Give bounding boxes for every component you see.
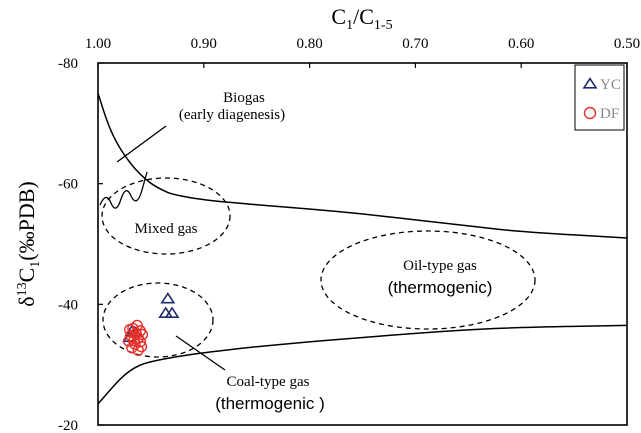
legend-marker-circle-icon <box>583 106 597 120</box>
y-tick-label: -20 <box>58 418 78 433</box>
legend-entries: YC DF <box>582 77 621 122</box>
x-axis-title-sub2: 1-5 <box>374 18 393 33</box>
oil-type-gas-label: Oil-type gas <box>403 258 477 274</box>
annotation-lines <box>99 125 226 371</box>
y-axis-title-unit: (‰PDB) <box>14 181 39 260</box>
y-tick-label: -60 <box>58 177 78 193</box>
y-axis-title: δ13C1(‰PDB) <box>14 181 43 307</box>
data-point-df <box>126 342 138 354</box>
oil-type-gas-sublabel: (thermogenic) <box>388 278 493 297</box>
legend-marker-triangle-icon <box>582 77 598 89</box>
data-point-df <box>124 323 136 336</box>
mixed-gas-ellipse <box>101 177 231 255</box>
y-axis-title-delta: δ <box>14 296 39 306</box>
mixed-zigzag-line <box>99 171 148 209</box>
coal-type-gas-sublabel: (thermogenic ) <box>215 394 325 413</box>
x-tick-label: 0.60 <box>508 36 534 52</box>
data-point-df <box>129 338 141 350</box>
x-axis-title-c: C <box>331 4 346 29</box>
biogas-label: Biogas <box>223 90 265 106</box>
mixed-gas-label: Mixed gas <box>135 221 198 237</box>
x-tick-label: 0.80 <box>296 36 322 52</box>
y-axis-title-c: C <box>14 268 39 283</box>
y-axis-title-sub: 1 <box>28 261 43 268</box>
y-axis-title-group: δ13C1(‰PDB) <box>14 181 43 307</box>
coal-type-gas-ellipse <box>102 282 214 358</box>
boundary-curve-upper <box>98 92 627 239</box>
biogas-sublabel: (early diagenesis) <box>179 107 285 123</box>
plot-area-frame <box>97 62 628 426</box>
oil-type-gas-ellipse <box>320 230 536 330</box>
legend-box <box>574 64 625 131</box>
legend-label: DF <box>600 106 619 122</box>
y-tick-label: -40 <box>58 297 78 313</box>
region-ellipses <box>101 177 536 358</box>
data-points <box>122 292 180 356</box>
region-labels: Biogas (early diagenesis) Mixed gas Oil-… <box>135 90 493 413</box>
legend: YC DF <box>574 64 625 131</box>
data-point-df <box>122 335 135 347</box>
coal-pointer-line <box>175 335 226 371</box>
y-axis-ticks: -80 -60 -40 -20 <box>58 56 103 433</box>
y-axis-title-sup: 13 <box>15 282 30 296</box>
coal-type-gas-label: Coal-type gas <box>227 374 310 390</box>
data-point-df <box>132 344 144 356</box>
x-tick-label: 1.00 <box>85 36 111 52</box>
x-axis-title-mid: /C <box>353 4 374 29</box>
data-point-yc <box>160 292 176 304</box>
data-point-yc <box>164 306 180 318</box>
x-axis-title: C1/C1-5 <box>331 4 392 33</box>
biogas-pointer-line <box>116 125 167 163</box>
x-tick-label: 0.70 <box>402 36 428 52</box>
legend-label: YC <box>600 77 621 93</box>
data-point-df <box>134 336 147 348</box>
x-tick-label: 0.90 <box>191 36 217 52</box>
y-tick-label: -80 <box>58 56 78 72</box>
x-axis-ticks: 1.00 0.90 0.80 0.70 0.60 0.50 <box>85 36 640 68</box>
boundary-curves <box>98 92 627 405</box>
boundary-curve-lower <box>98 324 627 405</box>
x-axis-title-sub1: 1 <box>346 18 353 33</box>
x-tick-label: 0.50 <box>614 36 640 52</box>
